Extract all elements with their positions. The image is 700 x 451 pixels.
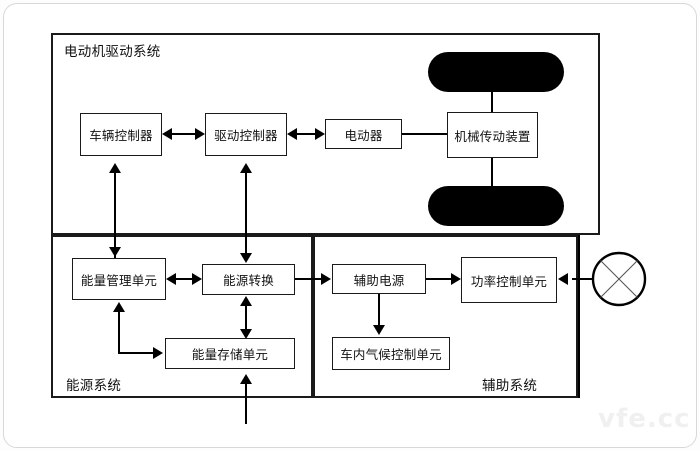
node-auxiliary-power-supply[interactable]: 辅助电源 <box>332 264 426 294</box>
arrowhead-to-energy-storage-down <box>240 329 252 339</box>
node-energy-management-unit[interactable]: 能量管理单元 <box>72 258 166 300</box>
link-energy-mgmt-energy-conversion <box>174 278 194 280</box>
link-external-input-to-energy-storage <box>245 382 247 424</box>
node-cabin-climate-control-unit[interactable]: 车内气候控制单元 <box>332 337 450 370</box>
watermark: vfe.cc <box>598 404 691 434</box>
link-drive-controller-motor <box>295 133 317 135</box>
node-energy-storage-unit-label: 能量存储单元 <box>191 347 269 362</box>
arrowhead-to-energy-mgmt-up-2 <box>113 302 125 312</box>
steering-wheel-icon <box>591 251 647 307</box>
link-drive-to-energy-mgmt <box>114 235 116 249</box>
group-energy-system <box>51 235 313 398</box>
link-aux-power-to-cabin-climate <box>378 294 380 327</box>
group-auxiliary-system-label: 辅助系统 <box>482 378 538 394</box>
node-motor-label: 电动器 <box>344 127 383 143</box>
group-drive-system <box>51 33 600 235</box>
arrowhead-to-energy-mgmt-left <box>166 273 176 285</box>
node-vehicle-controller[interactable]: 车辆控制器 <box>80 113 162 156</box>
node-energy-conversion[interactable]: 能源转换 <box>202 264 295 295</box>
link-motor-transmission <box>402 133 447 135</box>
arrowhead-to-vehicle-controller <box>162 128 172 140</box>
link-drive-controller-energy-conversion <box>245 165 247 255</box>
arrowhead-to-power-control <box>451 273 461 285</box>
node-vehicle-controller-label: 车辆控制器 <box>89 128 153 143</box>
arrowhead-to-energy-conversion-up <box>240 296 252 306</box>
outer-frame <box>3 3 697 448</box>
arrowhead-to-drive-controller <box>195 128 205 140</box>
link-drive-system-right-vertical <box>578 235 580 398</box>
link-vehicle-drive-controller <box>170 133 197 135</box>
node-auxiliary-power-supply-label: 辅助电源 <box>353 272 405 288</box>
arrowhead-to-drive-controller-2 <box>287 128 297 140</box>
group-drive-system-label: 电动机驱动系统 <box>64 44 161 60</box>
arrowhead-to-drive-controller-up <box>240 163 252 173</box>
arrowhead-to-energy-storage-right <box>153 347 163 359</box>
group-energy-system-label: 能源系统 <box>66 378 122 394</box>
node-mechanical-transmission-label: 机械传动装置 <box>454 128 531 144</box>
arrowhead-to-energy-mgmt-down <box>109 247 121 257</box>
arrowhead-to-aux-power <box>321 273 331 285</box>
node-energy-management-unit-label: 能量管理单元 <box>80 272 158 288</box>
link-energy-conversion-storage <box>245 303 247 331</box>
link-energy-conversion-aux-power <box>295 278 323 280</box>
arrowhead-external-input-up <box>240 374 252 384</box>
arrowhead-to-energy-conversion-right <box>192 273 202 285</box>
node-drive-controller-label: 驱动控制器 <box>214 128 278 143</box>
node-energy-conversion-label: 能源转换 <box>223 273 274 288</box>
link-emu-elbow-horizontal <box>118 352 155 354</box>
link-aux-power-to-power-control <box>426 278 453 280</box>
axle-bottom <box>491 156 493 190</box>
node-power-control-unit[interactable]: 功率控制单元 <box>461 257 557 303</box>
node-power-control-unit-label: 功率控制单元 <box>470 273 548 289</box>
arrowhead-to-power-control-left <box>558 273 568 285</box>
arrowhead-to-motor <box>315 128 325 140</box>
link-emu-elbow-vertical <box>118 312 120 354</box>
node-cabin-climate-control-unit-label: 车内气候控制单元 <box>340 347 442 362</box>
arrowhead-to-vehicle-controller-up <box>109 163 121 173</box>
arrowhead-to-energy-conversion-down <box>240 253 252 263</box>
node-energy-storage-unit[interactable]: 能量存储单元 <box>165 338 295 369</box>
group-auxiliary-system <box>313 235 578 398</box>
node-motor[interactable]: 电动器 <box>325 119 402 149</box>
node-drive-controller[interactable]: 驱动控制器 <box>205 113 287 156</box>
node-mechanical-transmission[interactable]: 机械传动装置 <box>447 112 538 158</box>
link-energy-mgmt-to-vehicle-controller <box>114 172 116 258</box>
axle-top <box>491 88 493 114</box>
arrowhead-to-cabin-climate-down <box>373 325 385 335</box>
wheel-top <box>428 52 564 92</box>
wheel-bottom <box>428 186 564 226</box>
